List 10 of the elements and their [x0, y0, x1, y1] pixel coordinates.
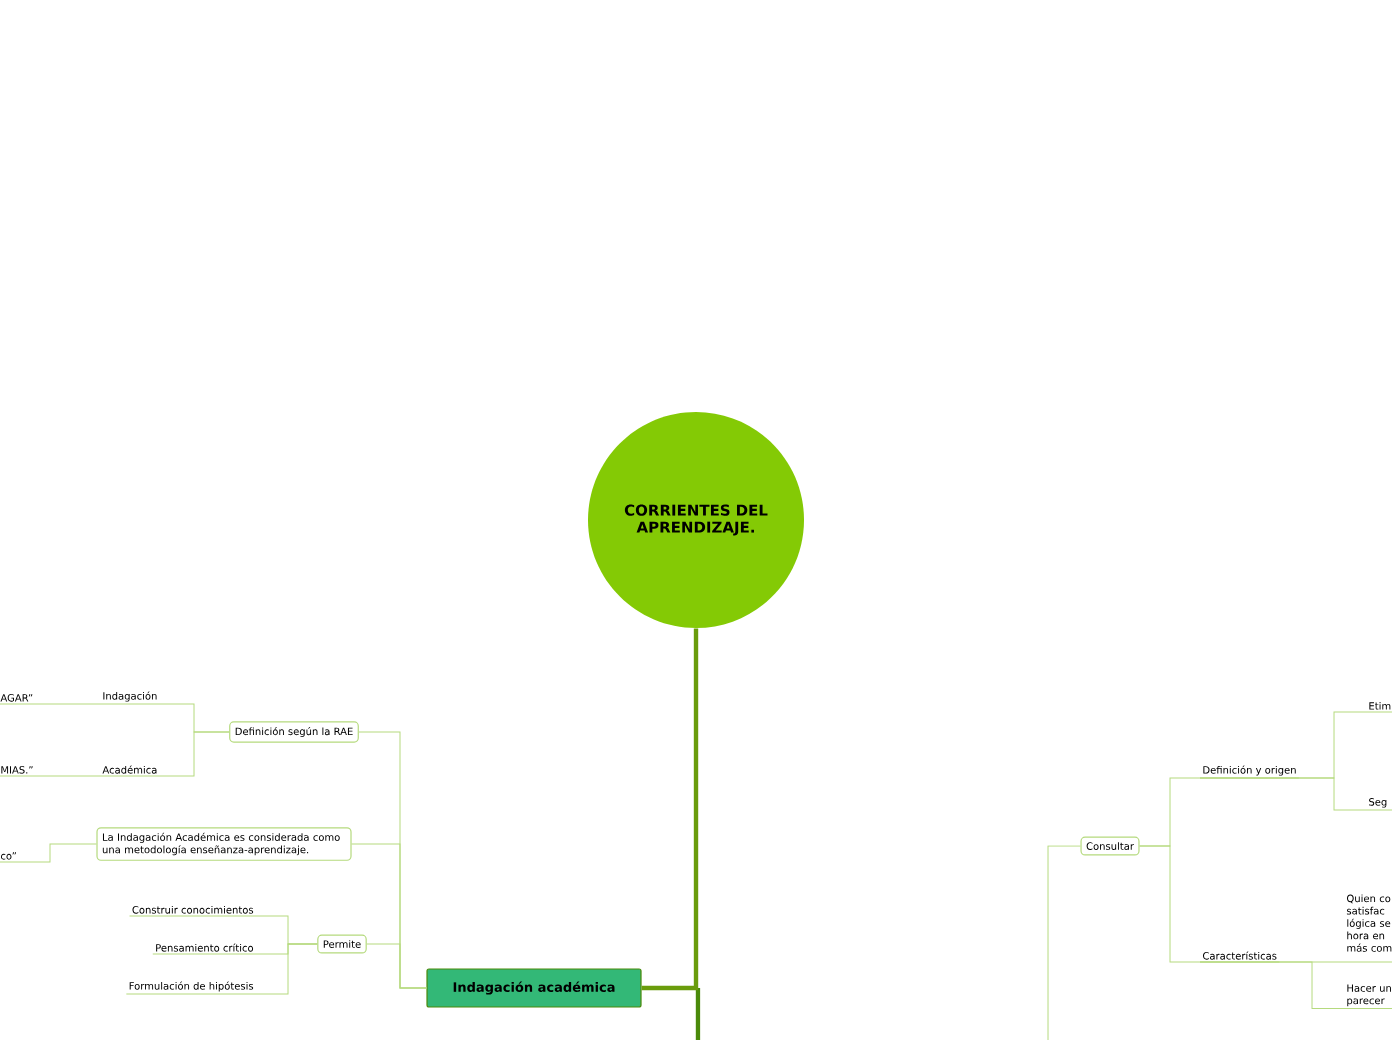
connector-line — [0, 703, 101, 705]
connector-line — [641, 628, 699, 991]
connector-line — [1047, 845, 1081, 1040]
connector-line — [1199, 961, 1392, 1010]
connector-line — [125, 943, 318, 995]
connector-line — [366, 943, 427, 989]
connector-line — [0, 843, 97, 863]
connector-line — [99, 731, 230, 777]
connector-line — [1199, 777, 1392, 811]
connector-line — [0, 775, 101, 777]
